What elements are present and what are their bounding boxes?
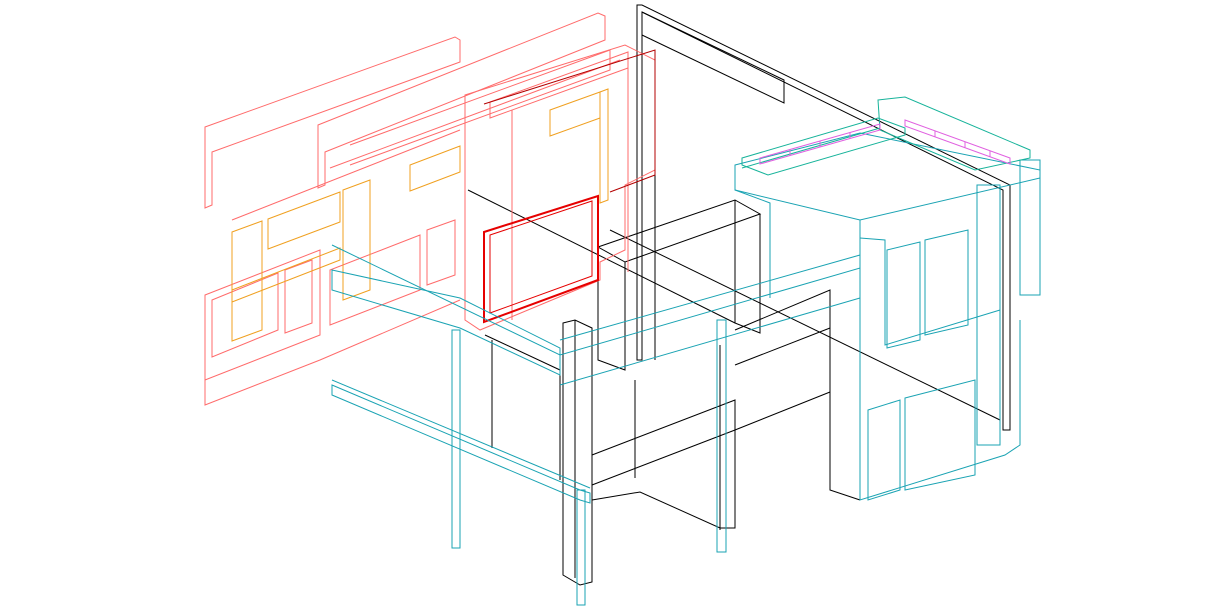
roof-panel-row-2 — [904, 119, 1011, 165]
right-block-top — [734, 132, 1041, 221]
window-2 — [284, 259, 313, 334]
ground-frame-5 — [734, 289, 861, 501]
lower-deck-edge — [331, 379, 591, 489]
right-block-side — [734, 165, 771, 298]
post-right — [716, 319, 727, 553]
right-block-front — [859, 220, 1021, 501]
frames-layer — [231, 88, 609, 342]
right-block-col-1 — [976, 184, 1001, 446]
right-block-window-2 — [924, 229, 969, 336]
core-box-side — [734, 200, 761, 334]
roof-panel-row-1 — [759, 123, 881, 165]
frame-7 — [231, 247, 341, 303]
upper-window — [489, 51, 629, 119]
ground-frame-2 — [591, 429, 736, 486]
frame-6 — [599, 88, 609, 204]
frame-2 — [267, 191, 341, 250]
window-3 — [329, 234, 421, 326]
right-block-window-4 — [904, 379, 976, 491]
glazing-front-emphasis-layer — [483, 49, 656, 324]
right-block-window-3 — [867, 399, 901, 501]
facade-panel-top — [204, 36, 461, 209]
frame-4 — [409, 145, 461, 192]
emphasis-frame-top — [483, 49, 656, 193]
roof-trim-edge — [741, 127, 881, 169]
ground-frame-7 — [734, 327, 831, 366]
roof-trim-left — [741, 117, 906, 176]
back-wall — [636, 4, 1011, 431]
back-wall-notch — [641, 11, 785, 104]
balcony-rail-2 — [559, 254, 861, 341]
right-block-col-2 — [1019, 159, 1041, 296]
upper-trim — [349, 49, 611, 166]
structure-layer — [331, 132, 1041, 606]
right-block-window-1 — [886, 241, 921, 349]
facade-panel-upper — [317, 12, 606, 189]
roof-trim-right — [877, 96, 1031, 171]
sill-line — [231, 129, 461, 221]
ground-frame-1 — [591, 399, 736, 529]
post-left — [451, 329, 461, 549]
ground-frame-6 — [734, 391, 831, 431]
balcony-slab — [331, 269, 561, 376]
post-mid — [576, 489, 586, 606]
upper-frame — [464, 44, 656, 331]
lower-deck — [331, 384, 591, 504]
frame-5 — [549, 91, 601, 137]
frame-1 — [231, 220, 263, 342]
ground-frame-8 — [484, 334, 561, 480]
window-1 — [211, 272, 279, 358]
window-4 — [426, 219, 456, 286]
core-beam-2 — [609, 229, 1001, 421]
core-box-top — [596, 199, 762, 263]
sill-line-2 — [329, 59, 621, 169]
roof-trim-layer — [741, 96, 1031, 176]
emphasis-frame — [483, 194, 599, 324]
frame-3 — [342, 179, 371, 301]
glazing-front-layer — [204, 12, 656, 406]
roof-panels-layer — [759, 119, 1011, 165]
balcony-rail — [331, 244, 861, 386]
facade-panel-low — [204, 295, 461, 406]
core-beam-1 — [467, 189, 736, 324]
emphasis-frame-inner — [489, 200, 593, 314]
core-box-front — [597, 247, 626, 371]
right-block-front-2 — [859, 237, 1001, 346]
